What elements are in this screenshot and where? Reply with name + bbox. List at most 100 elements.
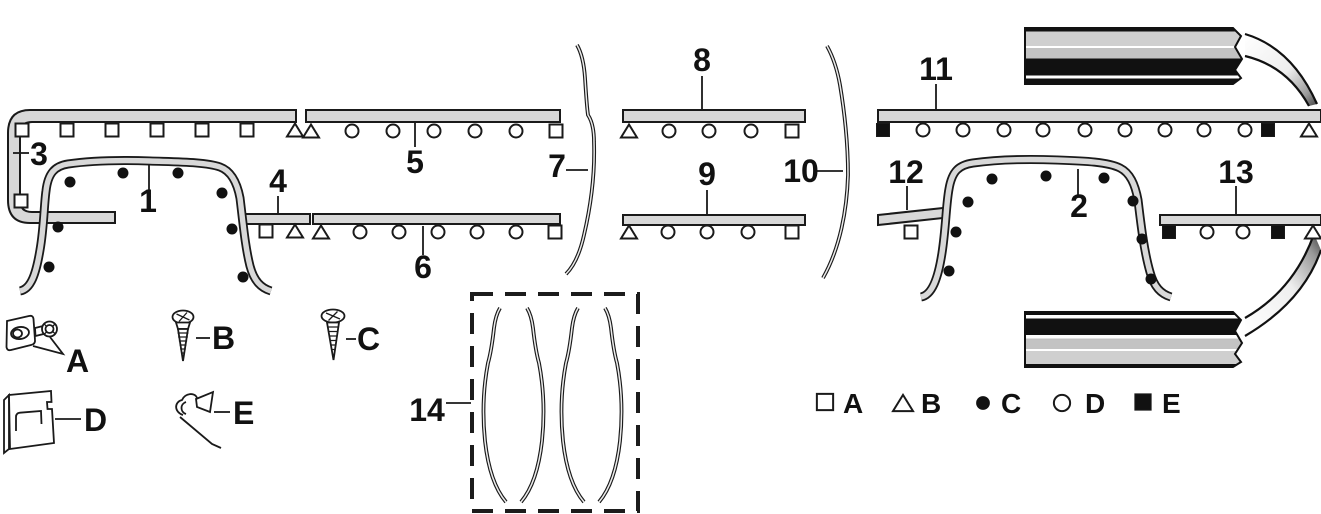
molding-strip-11	[877, 109, 1321, 123]
part-11-label: 11	[919, 51, 953, 87]
circle-open-symbol	[352, 224, 368, 240]
fastener-a-drawing	[5, 314, 66, 356]
square-open-symbol	[258, 223, 274, 239]
circle-filled-symbol	[1040, 170, 1052, 182]
circle-filled-symbol	[976, 396, 990, 410]
fastener-e-label: E	[233, 395, 254, 431]
strip-3-symbols	[14, 121, 305, 138]
pillar-molding-10	[821, 44, 850, 280]
circle-open-symbol	[1157, 122, 1173, 138]
circle-filled-symbol	[1145, 273, 1157, 285]
fastener-d-label: D	[84, 402, 107, 438]
circle-filled-symbol	[986, 173, 998, 185]
fastener-d-drawing	[3, 390, 55, 455]
circle-open-symbol	[426, 123, 442, 139]
legend-label-b: B	[921, 388, 941, 419]
square-open-symbol	[59, 122, 75, 138]
strip-3-side-symbol	[13, 193, 29, 209]
part-1-label: 1	[139, 183, 157, 219]
circle-open-symbol	[1235, 224, 1251, 240]
legend-label-a: A	[843, 388, 863, 419]
circle-open-symbol	[1035, 122, 1051, 138]
square-open-symbol	[149, 122, 165, 138]
square-open-symbol	[548, 123, 564, 139]
circle-open-symbol	[385, 123, 401, 139]
triangle-open-symbol	[1299, 121, 1319, 138]
strip-13-symbols	[1162, 223, 1321, 240]
circle-open-symbol	[508, 224, 524, 240]
circle-filled-symbol	[64, 176, 76, 188]
square-open-symbol	[194, 122, 210, 138]
square-open-symbol	[13, 193, 29, 209]
molding-cross-section-bottom	[1024, 233, 1321, 368]
square-open-symbol	[239, 122, 255, 138]
square-open-symbol	[903, 224, 919, 240]
square-filled-symbol	[876, 123, 890, 137]
triangle-open-symbol	[891, 392, 915, 413]
molding-strip-9	[622, 214, 806, 226]
strip-12-symbol	[903, 224, 919, 240]
triangle-open-symbol	[285, 121, 305, 138]
part-2-label: 2	[1070, 188, 1088, 224]
part-14-label: 14	[409, 392, 445, 428]
circle-filled-symbol	[1136, 233, 1148, 245]
circle-open-symbol	[743, 123, 759, 139]
strip-8-symbols	[619, 122, 800, 139]
circle-filled-symbol	[237, 271, 249, 283]
circle-open-symbol	[344, 123, 360, 139]
circle-open-symbol	[1199, 224, 1215, 240]
fastener-e-drawing	[175, 390, 222, 449]
circle-filled-symbol	[52, 221, 64, 233]
square-filled-symbol	[1162, 225, 1176, 239]
molding-strip-12	[877, 206, 944, 227]
legend-symbols	[815, 392, 1152, 413]
legend-label-c: C	[1001, 388, 1021, 419]
circle-filled-symbol	[962, 196, 974, 208]
circle-filled-symbol	[216, 187, 228, 199]
square-open-symbol	[547, 224, 563, 240]
part-12-label: 12	[888, 154, 924, 190]
molding-strip-6	[312, 213, 561, 225]
magnifier-sweep-top	[1245, 34, 1317, 106]
triangle-open-symbol	[1303, 223, 1321, 240]
square-filled-symbol	[1134, 393, 1152, 411]
strip-11-symbols	[876, 121, 1319, 138]
part-13-label: 13	[1218, 154, 1254, 190]
triangle-open-symbol	[619, 122, 639, 139]
part-10-label: 10	[783, 153, 819, 189]
molding-cross-section-top	[1024, 27, 1319, 107]
circle-filled-symbol	[172, 167, 184, 179]
circle-filled-symbol	[943, 265, 955, 277]
strip-4-symbols	[258, 222, 305, 239]
fastener-legend: A B C D E	[815, 388, 1181, 419]
molding-strip-4	[243, 213, 311, 225]
circle-filled-symbol	[1098, 172, 1110, 184]
pillar-molding-7	[564, 43, 597, 276]
circle-open-symbol	[469, 224, 485, 240]
circle-open-symbol	[660, 224, 676, 240]
circle-open-symbol	[915, 122, 931, 138]
arch-2-dots	[943, 170, 1157, 285]
square-open-symbol	[14, 122, 30, 138]
arch-1-dots	[43, 167, 249, 283]
circle-open-symbol	[1237, 122, 1253, 138]
triangle-open-symbol	[619, 223, 639, 240]
fastener-c-drawing	[320, 308, 346, 361]
kit-box-moldings	[484, 308, 622, 502]
square-filled-symbol	[1271, 225, 1285, 239]
circle-filled-symbol	[950, 226, 962, 238]
part-3-label: 3	[30, 136, 48, 172]
part-4-label: 4	[269, 163, 287, 199]
fastener-b-drawing	[171, 309, 195, 362]
circle-open-symbol	[430, 224, 446, 240]
square-open-symbol	[104, 122, 120, 138]
circle-open-symbol	[996, 122, 1012, 138]
strip-5-symbols	[301, 122, 564, 139]
molding-strip-5	[305, 109, 561, 123]
legend-label-d: D	[1085, 388, 1105, 419]
strip-9-symbols	[619, 223, 800, 240]
fastener-a-label: A	[66, 343, 89, 379]
strip-6-symbols	[311, 223, 563, 240]
